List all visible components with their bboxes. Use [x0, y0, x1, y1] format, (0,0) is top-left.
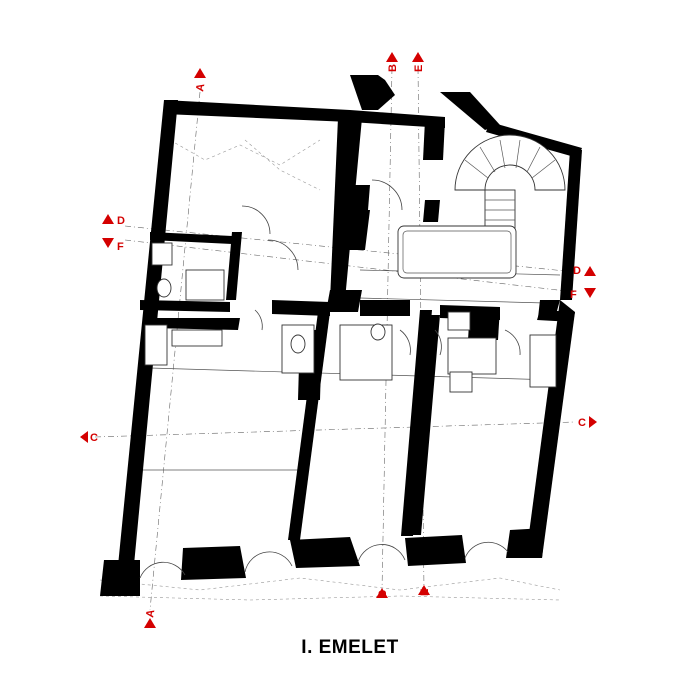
label-d-left: D [117, 215, 125, 227]
label-e-top: E [413, 65, 425, 72]
label-f-left: F [117, 241, 124, 253]
label-c-left: C [90, 432, 98, 444]
marker-d-left [102, 214, 114, 224]
window-arcs [139, 541, 509, 579]
door-swings [241, 179, 521, 356]
section-letter-labels: A A B B E E C C D D F F [90, 64, 586, 619]
fixtures [144, 242, 557, 393]
marker-f-left [102, 238, 114, 248]
marker-a-top [194, 68, 206, 78]
label-d-right: D [573, 265, 581, 277]
label-b-top: B [387, 64, 399, 72]
floor-title: I. EMELET [301, 637, 399, 658]
marker-b-bottom [376, 588, 388, 598]
label-e-bottom: E [419, 589, 431, 596]
marker-e-top [412, 52, 424, 62]
section-markers [80, 52, 597, 628]
label-c-right: C [578, 417, 586, 429]
marker-c-right [589, 416, 597, 428]
label-a-bottom: A [144, 609, 157, 619]
marker-e-bottom [418, 585, 430, 595]
marker-a-bottom [144, 618, 156, 628]
walls [100, 75, 582, 596]
spiral-stair [454, 134, 566, 236]
marker-c-left [80, 431, 88, 443]
marker-b-top [386, 52, 398, 62]
marker-d-right [584, 266, 596, 276]
landing-platform [397, 225, 517, 279]
label-a-top: A [194, 83, 207, 93]
label-f-right: F [570, 289, 577, 301]
label-b-bottom: B [377, 590, 389, 598]
marker-f-right [584, 288, 596, 298]
